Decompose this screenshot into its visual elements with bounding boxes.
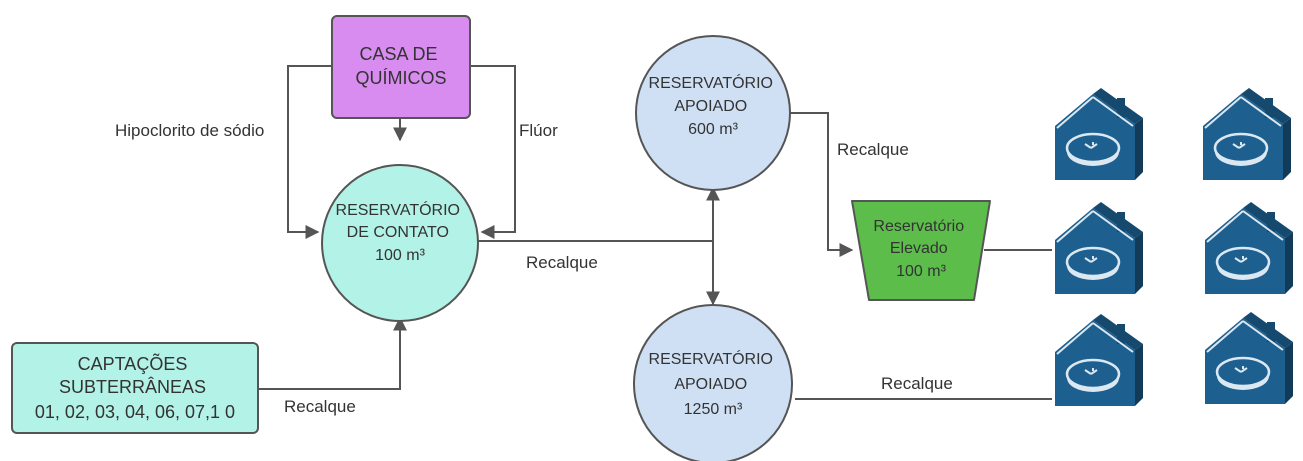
fluor-label: Flúor	[519, 121, 558, 140]
captacoes-box	[11, 342, 259, 434]
chemicals-box	[331, 15, 471, 119]
elevado-reservoir	[851, 200, 991, 301]
chemicals-label: CASA DE QUÍMICOS	[355, 44, 446, 88]
apoiado-600-reservoir	[635, 35, 791, 191]
recalque-contact-label: Recalque	[526, 253, 598, 272]
apoiado-1250-label: RESERVATÓRIO APOIADO 1250 m³	[649, 349, 778, 418]
captacoes-label: CAPTAÇÕES SUBTERRÂNEAS 01, 02, 03, 04, 0…	[35, 353, 235, 422]
edge-captacoes-to-contact	[258, 316, 407, 390]
contact-reservoir	[321, 164, 479, 322]
apoiado-1250-reservoir	[633, 304, 793, 461]
house-icon	[1201, 86, 1293, 182]
recalque-captacoes-label: Recalque	[284, 397, 356, 416]
contact-reservoir-label: RESERVATÓRIO DE CONTATO 100 m³	[336, 200, 465, 264]
house-icon	[1053, 86, 1145, 182]
house-icon	[1053, 312, 1145, 408]
elevado-label: Reservatório Elevado 100 m³	[873, 218, 968, 280]
connectors	[258, 65, 1052, 400]
recalque-elevado-label: Recalque	[837, 140, 909, 159]
house-icon	[1053, 200, 1145, 296]
apoiado-600-label: RESERVATÓRIO APOIADO 600 m³	[649, 73, 778, 138]
edge-fluor	[470, 65, 516, 239]
edge-apoiado600-to-elevado	[790, 112, 854, 257]
hipoclorito-label: Hipoclorito de sódio	[115, 121, 264, 140]
house-icon	[1203, 310, 1295, 406]
recalque-houses-label: Recalque	[881, 374, 953, 393]
house-icon	[1203, 200, 1295, 296]
edge-hipoclorito	[287, 65, 332, 239]
